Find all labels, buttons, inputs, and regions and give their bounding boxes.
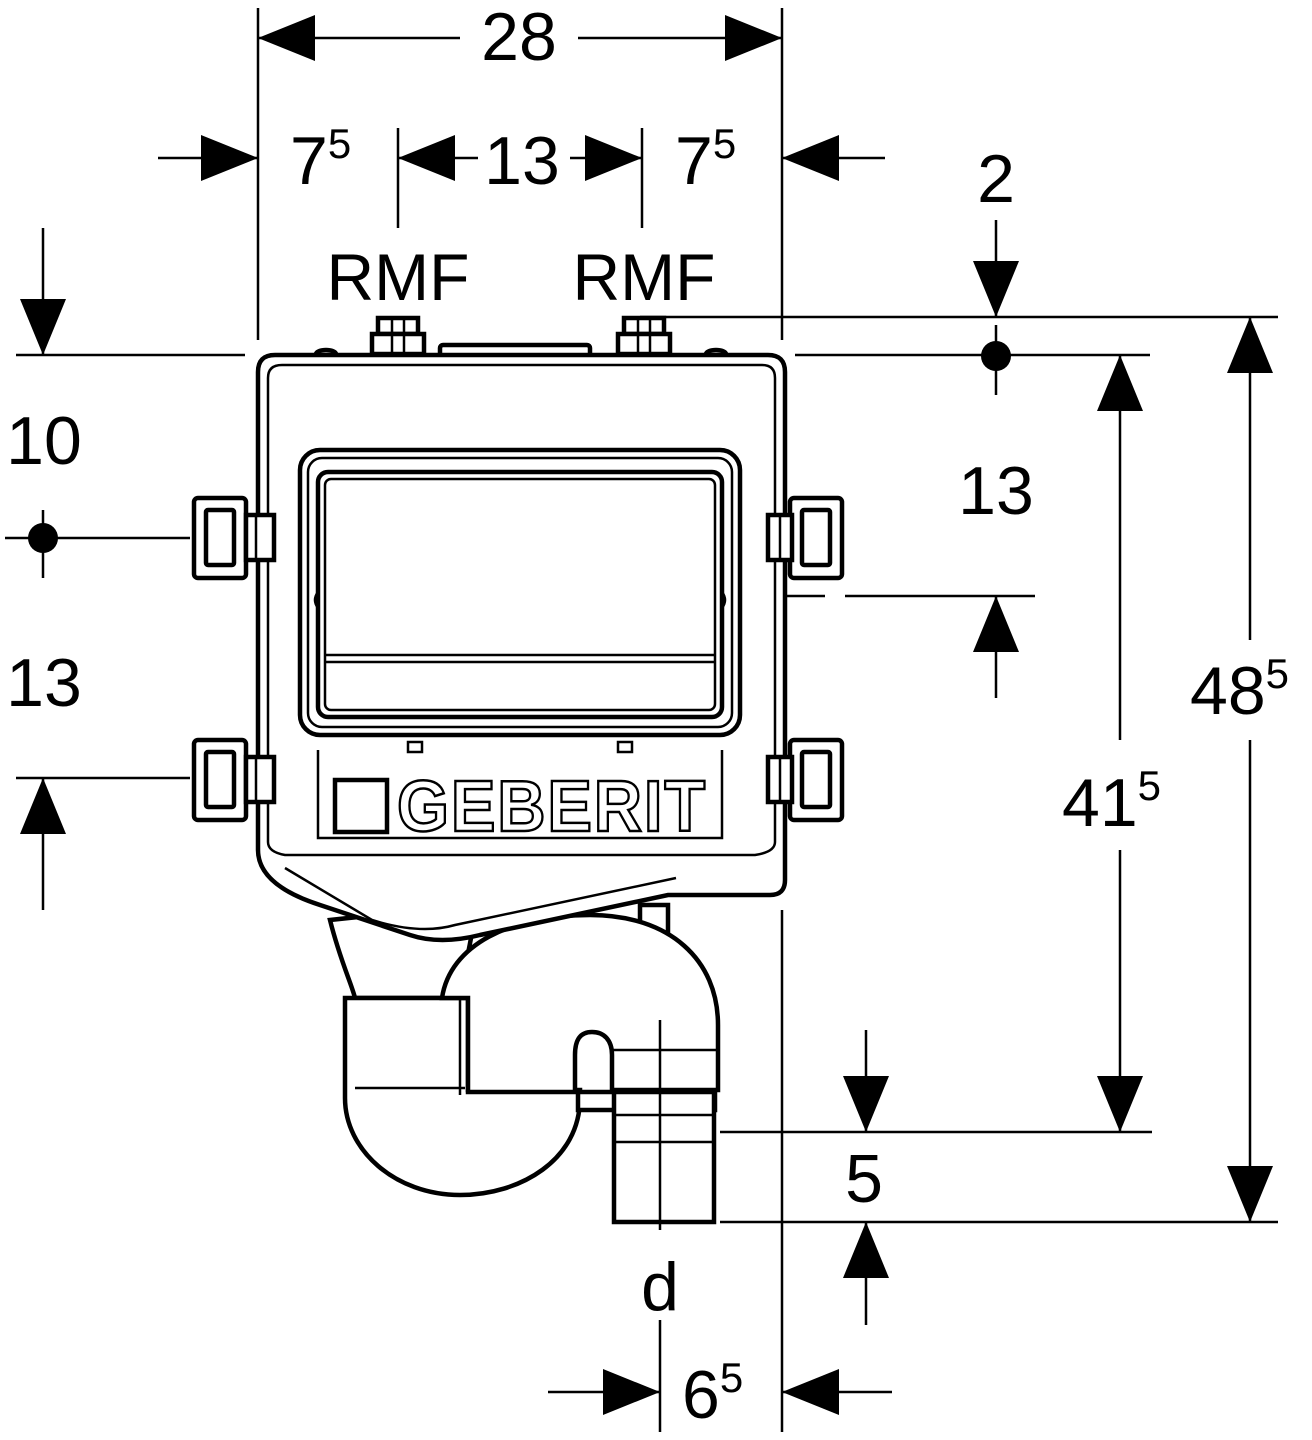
dim-body-height: 41 [1062,765,1138,841]
svg-text:75: 75 [290,120,351,199]
svg-text:13: 13 [484,123,560,199]
cistern-housing [255,352,788,943]
port-label-right: RMF [573,240,716,314]
svg-text:75: 75 [675,120,736,199]
mounting-bracket-right-top [765,495,845,581]
brand-logo-square [332,777,390,835]
mounting-bracket-right-bottom [765,737,845,823]
svg-text:415: 415 [1062,762,1161,841]
dim-right-offset: 7 [675,123,713,199]
dim-outlet-offset-sup: 5 [720,1354,743,1401]
svg-text:65: 65 [682,1354,743,1433]
dim-right-mid: 13 [958,453,1034,529]
drain-trap [327,902,721,1225]
rmf-connector-left [369,315,427,357]
dim-left-offset: 7 [290,123,328,199]
dim-left-top: 10 [6,403,82,479]
cistern-unit: GEBERIT [191,315,845,1225]
dim-outlet-diameter: d [641,1249,679,1325]
dim-overall-width: 28 [481,0,557,75]
brand-label: GEBERIT [397,767,707,847]
extension-lines [5,8,1278,1432]
dim-left-mid: 13 [6,645,82,721]
dim-body-height-sup: 5 [1138,762,1161,809]
datum-point [28,523,58,553]
dimension-labels: 28 75 13 75 RMF RMF 2 10 13 13 415 485 5… [6,0,1289,1433]
svg-text:28: 28 [481,0,557,75]
dim-port-spacing: 13 [484,123,560,199]
dim-top-offset: 2 [977,141,1015,217]
mounting-bracket-left-top [191,495,277,581]
brand-plate: GEBERIT [316,750,724,848]
dimension-lines [20,15,1273,1415]
dim-outlet-length: 5 [845,1141,883,1217]
dim-right-offset-sup: 5 [713,120,736,167]
dim-total-height: 48 [1190,653,1266,729]
dim-outlet-offset: 6 [682,1357,720,1433]
rmf-connector-right [615,315,673,357]
port-label-left: RMF [327,240,470,314]
svg-text:485: 485 [1190,650,1289,729]
datum-point [981,341,1011,371]
dim-total-height-sup: 5 [1266,650,1289,697]
mounting-bracket-left-bottom [191,737,277,823]
dim-left-offset-sup: 5 [328,120,351,167]
access-panel [297,447,743,738]
